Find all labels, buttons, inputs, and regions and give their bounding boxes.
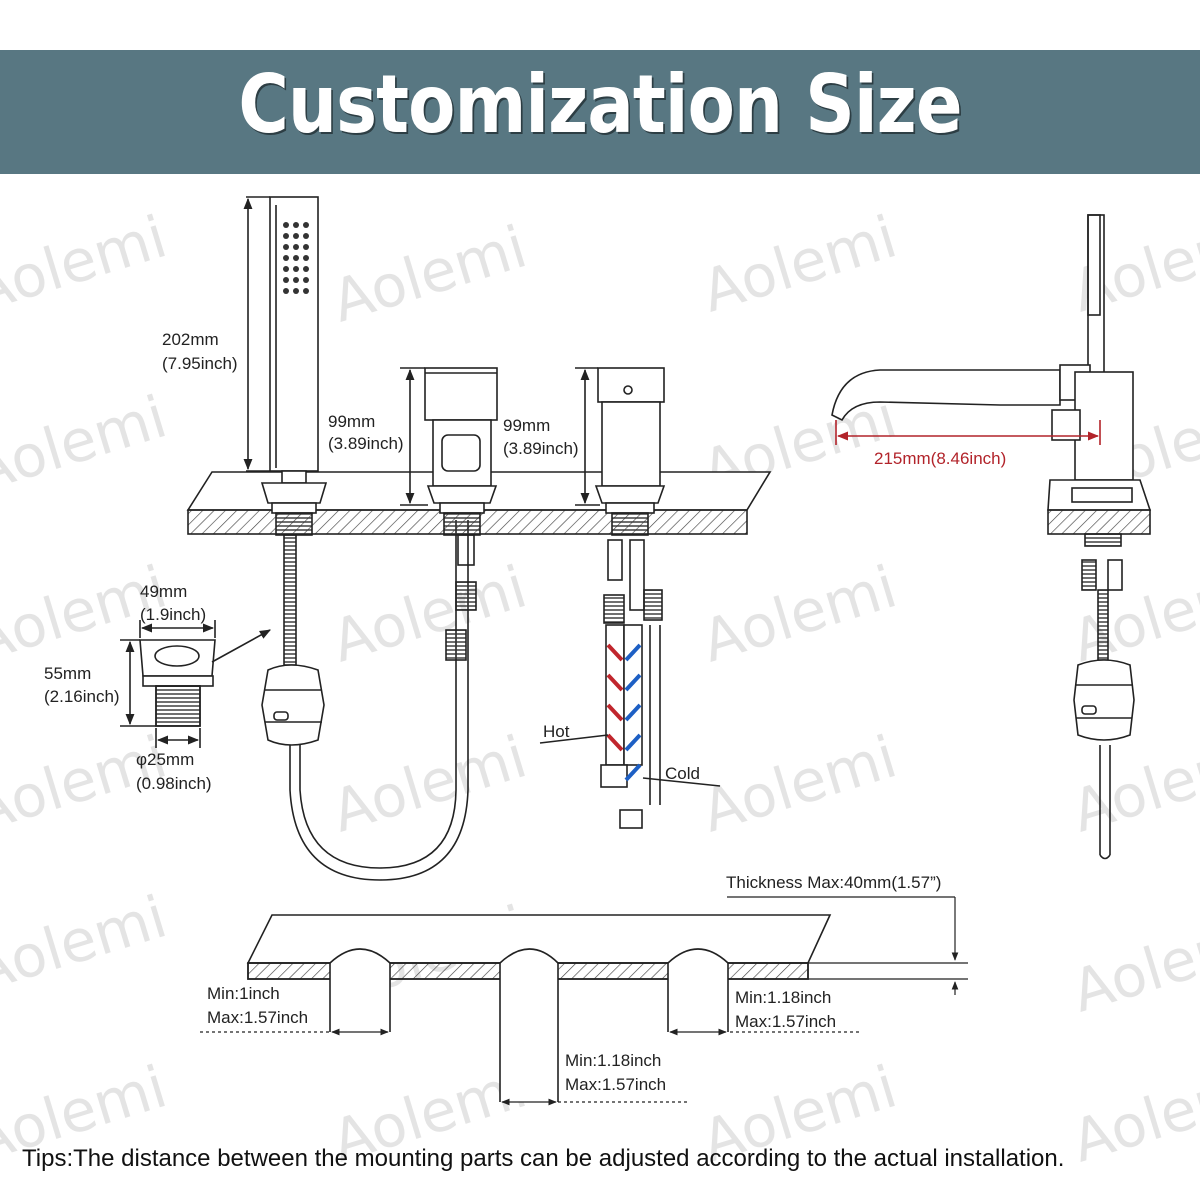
handshower bbox=[260, 196, 469, 881]
dim-left-valve-height bbox=[400, 367, 428, 506]
dim-label-spout-reach: 215mm(8.46inch) bbox=[874, 449, 1007, 468]
hot-label: Hot bbox=[543, 722, 570, 741]
dim-right-valve-height bbox=[575, 367, 600, 506]
dim-label-right-valve-in: (3.89inch) bbox=[503, 439, 579, 458]
dim-label-hole-right-min: Min:1.18inch bbox=[735, 988, 832, 1007]
dim-label-handshower-in: (7.95inch) bbox=[162, 354, 238, 373]
dim-label-thread-in: (0.98inch) bbox=[136, 774, 212, 793]
side-view bbox=[831, 214, 1152, 860]
dim-label-base-width-in: (1.9inch) bbox=[140, 605, 207, 624]
dim-label-handshower-mm: 202mm bbox=[162, 330, 219, 349]
dim-label-hole-left-min: Min:1inch bbox=[207, 984, 280, 1003]
dim-base bbox=[120, 620, 216, 748]
dim-spout-reach bbox=[835, 420, 1101, 445]
dim-label-base-height-in: (2.16inch) bbox=[44, 687, 120, 706]
base-leader bbox=[211, 629, 271, 663]
dim-label-hole-middle-min: Min:1.18inch bbox=[565, 1051, 662, 1070]
dim-deck-holes bbox=[200, 896, 968, 1106]
dim-label-deck-thickness: Thickness Max:40mm(1.57”) bbox=[726, 873, 942, 892]
dim-label-base-width-mm: 49mm bbox=[140, 582, 188, 601]
dim-label-hole-left-max: Max:1.57inch bbox=[207, 1008, 309, 1027]
dim-label-left-valve-in: (3.89inch) bbox=[328, 434, 404, 453]
title-banner bbox=[0, 50, 1200, 174]
mounting-base bbox=[139, 639, 216, 727]
deck-section bbox=[246, 914, 832, 1102]
cold-label: Cold bbox=[665, 764, 700, 783]
dim-label-hole-middle-max: Max:1.57inch bbox=[565, 1075, 667, 1094]
dim-label-thread-mm: φ25mm bbox=[136, 750, 195, 769]
page-title: Customization Size bbox=[238, 58, 962, 151]
supply-hoses bbox=[600, 624, 661, 829]
right-valve bbox=[594, 367, 666, 624]
dim-label-left-valve-mm: 99mm bbox=[328, 412, 376, 431]
dim-handshower-height bbox=[243, 196, 270, 472]
cold-leader bbox=[642, 777, 721, 787]
left-valve bbox=[424, 367, 498, 661]
hot-leader bbox=[539, 734, 609, 744]
dim-label-base-height-mm: 55mm bbox=[44, 664, 92, 683]
dim-label-hole-right-max: Max:1.57inch bbox=[735, 1012, 837, 1031]
dim-label-right-valve-mm: 99mm bbox=[503, 416, 551, 435]
installation-tip: Tips:The distance between the mounting p… bbox=[22, 1145, 1065, 1172]
